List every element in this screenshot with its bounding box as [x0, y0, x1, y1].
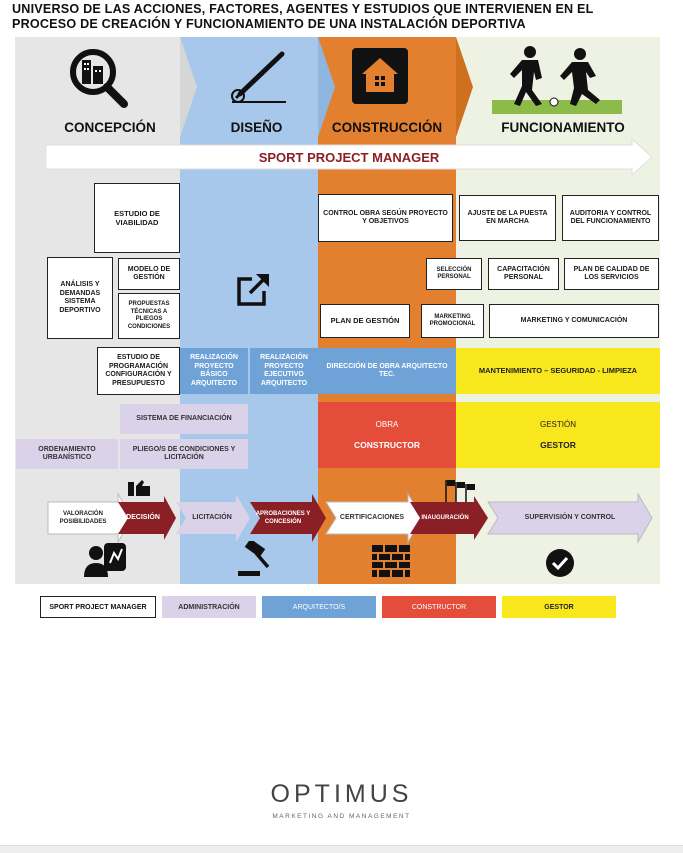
pen-drawing-icon: [231, 51, 286, 103]
phase-label-construccion: CONSTRUCCIÓN: [331, 120, 443, 135]
box-capacitacion: CAPACITACIÓN PERSONAL: [488, 258, 559, 290]
banner-label: SPORT PROJECT MANAGER: [258, 150, 440, 165]
phase-chevrons: [180, 37, 473, 137]
band-gestor-label: GESTOR: [540, 440, 576, 450]
person-presentation-icon: [84, 543, 126, 577]
gavel-icon: [238, 541, 270, 576]
process-certificaciones: CERTIFICACIONES: [339, 514, 405, 521]
legend-gestor: GESTOR: [502, 596, 616, 618]
legend-administracion: ADMINISTRACIÓN: [162, 596, 256, 618]
legend-spm: SPORT PROJECT MANAGER: [40, 596, 156, 618]
box-estudio-viabilidad: ESTUDIO DE VIABILIDAD: [94, 183, 180, 253]
process-aprobaciones: APROBACIONES Y CONCESIÓN: [255, 511, 311, 525]
box-estudio-programacion: ESTUDIO DE PROGRAMACIÓN CONFIGURACIÓN Y …: [97, 347, 180, 395]
band-gestion-label: GESTIÓN: [539, 419, 576, 429]
external-link-icon: [237, 273, 270, 306]
box-ajuste-puesta: AJUSTE DE LA PUESTA EN MARCHA: [459, 195, 556, 241]
band-ordenamiento: ORDENAMIENTO URBANÍSTICO: [16, 439, 118, 469]
brick-wall-icon: [372, 545, 410, 577]
checkmark-icon: [546, 549, 574, 577]
footer-bar: [0, 845, 683, 853]
band-obra-label: OBRA: [375, 419, 399, 429]
box-analisis: ANÁLISIS Y DEMANDAS SISTEMA DEPORTIVO: [47, 257, 113, 339]
football-players-icon: [492, 46, 622, 114]
box-modelo-gestion: MODELO DE GESTIÓN: [118, 258, 180, 290]
band-direccion-obra: DIRECCIÓN DE OBRA ARQUITECTO TEC.: [318, 348, 456, 394]
box-seleccion-personal: SELECCIÓN PERSONAL: [426, 258, 482, 290]
box-marketing-comunicacion: MARKETING Y COMUNICACIÓN: [489, 304, 659, 338]
phase-label-concepcion: CONCEPCIÓN: [64, 120, 156, 135]
title-line-2: PROCESO DE CREACIÓN Y FUNCIONAMIENTO DE …: [12, 17, 526, 31]
box-plan-gestion: PLAN DE GESTIÓN: [320, 304, 410, 338]
phase-label-diseno: DISEÑO: [230, 120, 283, 135]
process-licitacion: LICITACIÓN: [192, 514, 232, 521]
process-inauguracion: INAUGURACIÓN: [421, 515, 469, 521]
band-mantenimiento: MANTENIMIENTO – SEGURIDAD - LIMPIEZA: [456, 348, 660, 394]
band-proyecto-ejecutivo: REALIZACIÓN PROYECTO EJECUTIVO ARQUITECT…: [250, 348, 318, 394]
column-diseno: [180, 37, 318, 584]
box-propuestas: PROPUESTAS TÉCNICAS A PLIEGOS CONDICIONE…: [118, 293, 180, 339]
band-obra-constructor: OBRA CONSTRUCTOR: [318, 402, 456, 468]
process-arrows: [47, 480, 653, 544]
legend-constructor: CONSTRUCTOR: [382, 596, 496, 618]
band-gestion-gestor: GESTIÓN GESTOR: [456, 402, 660, 468]
optimus-tagline: MARKETING AND MANAGEMENT: [272, 813, 411, 820]
band-proyecto-basico: REALIZACIÓN PROYECTO BÁSICO ARQUITECTO: [180, 348, 248, 394]
band-sistema-financiacion: SISTEMA DE FINANCIACIÓN: [120, 404, 248, 434]
page-title: UNIVERSO DE LAS ACCIONES, FACTORES, AGEN…: [12, 2, 672, 32]
banner-arrow: [46, 139, 652, 175]
process-supervision: SUPERVISIÓN Y CONTROL: [524, 514, 616, 521]
legend-arquitectos: ARQUITECTO/S: [262, 596, 376, 618]
optimus-logo: OPTIMUS: [270, 780, 413, 808]
box-control-obra: CONTROL OBRA SEGÚN PROYECTO Y OBJETIVOS: [318, 194, 453, 242]
box-auditoria: AUDITORIA Y CONTROL DEL FUNCIONAMIENTO: [562, 195, 659, 241]
band-constructor-label: CONSTRUCTOR: [354, 440, 420, 450]
box-marketing-promocional: MARKETING PROMOCIONAL: [421, 304, 484, 338]
title-line-1: UNIVERSO DE LAS ACCIONES, FACTORES, AGEN…: [12, 2, 594, 16]
search-building-icon: [70, 49, 128, 108]
thumbs-up-icon: [128, 480, 150, 496]
process-valoracion: VALORACIÓN POSIBILIDADES: [59, 511, 107, 525]
flags-icon: [445, 480, 475, 502]
house-icon: [352, 48, 408, 104]
box-plan-calidad: PLAN DE CALIDAD DE LOS SERVICIOS: [564, 258, 659, 290]
process-decision: DECISIÓN: [126, 514, 160, 521]
phase-label-funcionamiento: FUNCIONAMIENTO: [501, 120, 625, 135]
band-pliegos: PLIEGO/S DE CONDICIONES Y LICITACIÓN: [120, 439, 248, 469]
